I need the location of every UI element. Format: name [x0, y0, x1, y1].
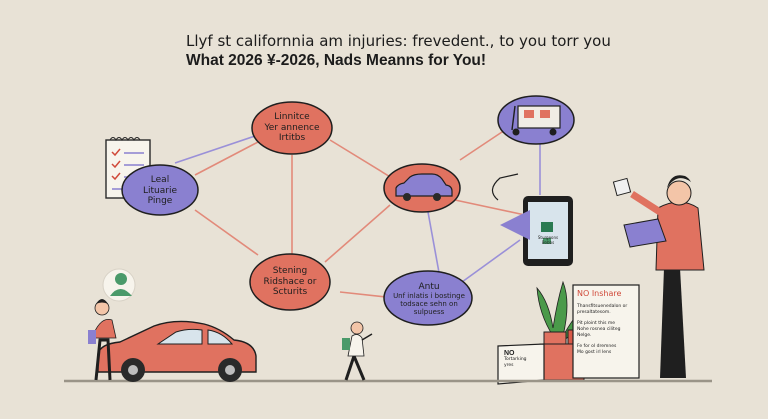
phone-screen-line-1: Sturgeons [537, 235, 559, 241]
node-br-line-2: Unf inlatis i bostinge [393, 292, 465, 301]
node-middle [249, 253, 331, 311]
node-left-line-1: Leal [150, 175, 170, 186]
node-top-line-2: Yer annence [264, 122, 320, 133]
board-line-3: Pit ploint this me [577, 321, 616, 326]
node-middle-line-2: Ridshace or [263, 276, 317, 287]
node-bottom-right-label: Antu Unf inlatis i bostinge todsace sehn… [386, 278, 472, 320]
board-line-1: Thansfitsuenedalon or [577, 304, 628, 309]
car-icon [395, 173, 453, 197]
title-line-2: What 2026 ¥-2026, Nads Meanns for You! [186, 52, 487, 69]
no-sign-text: NO Tortarking yres [504, 350, 542, 369]
phone-screen-text: Sturgeons Bobbs [530, 232, 566, 250]
node-left-label: Leal Lituarie Pinge [122, 170, 198, 212]
title-line-1: Llyf st californnia am injuries: frevede… [186, 32, 611, 50]
main-car [97, 320, 257, 382]
info-board [572, 284, 640, 379]
no-sign-heading: NO [504, 350, 515, 357]
person-icon [612, 175, 705, 378]
node-br-line-1: Antu [418, 281, 440, 292]
scooter-node [497, 95, 575, 145]
board-line-7: Mo gost irl lens [577, 350, 612, 355]
pedestrian-icon [342, 321, 373, 381]
node-top-line-1: Linnitce [274, 112, 310, 123]
board-line-4: Nohe rosnea ciliteg [577, 327, 621, 332]
node-middle-line-3: Scturits [272, 287, 308, 298]
phone-icon [491, 173, 573, 266]
node-middle-label: Stening Ridshace or Scturits [250, 260, 330, 304]
node-top-center-label: Linnitce Yer annence Irtitbs [252, 106, 332, 150]
node-bottom-right [383, 270, 473, 326]
info-board-heading: NO Inshare [577, 289, 622, 298]
phone-screen-line-2: Bobbs [541, 240, 555, 245]
node-left [121, 164, 199, 216]
avatar-bubble [102, 268, 136, 302]
node-left-line-2: Lituarie [142, 185, 177, 196]
car-node [383, 163, 461, 213]
node-middle-line-1: Stening [272, 266, 308, 277]
laptop-icon [623, 218, 667, 248]
board-line-2: presaltatesom. [577, 310, 611, 315]
no-sign-line-2: yres [504, 363, 514, 368]
node-br-line-4: sulpuess [413, 308, 445, 317]
board-line-5: Nelge. [577, 333, 592, 338]
node-left-line-3: Pinge [147, 196, 173, 207]
node-top-line-3: Irtitbs [278, 133, 306, 144]
connector-lines-purple [174, 134, 541, 283]
person-with-phone [88, 299, 117, 381]
node-br-line-3: todsace sehn on [400, 300, 458, 309]
board-line-6: Fe for ol dremnes [577, 344, 617, 349]
no-sign-line-1: Tortarking [504, 357, 527, 362]
info-board-text: NO Inshare Thansfitsuenedalon or presalt… [577, 289, 637, 356]
node-top-center [251, 101, 333, 155]
page-title: Llyf st californnia am injuries: frevede… [186, 32, 611, 70]
